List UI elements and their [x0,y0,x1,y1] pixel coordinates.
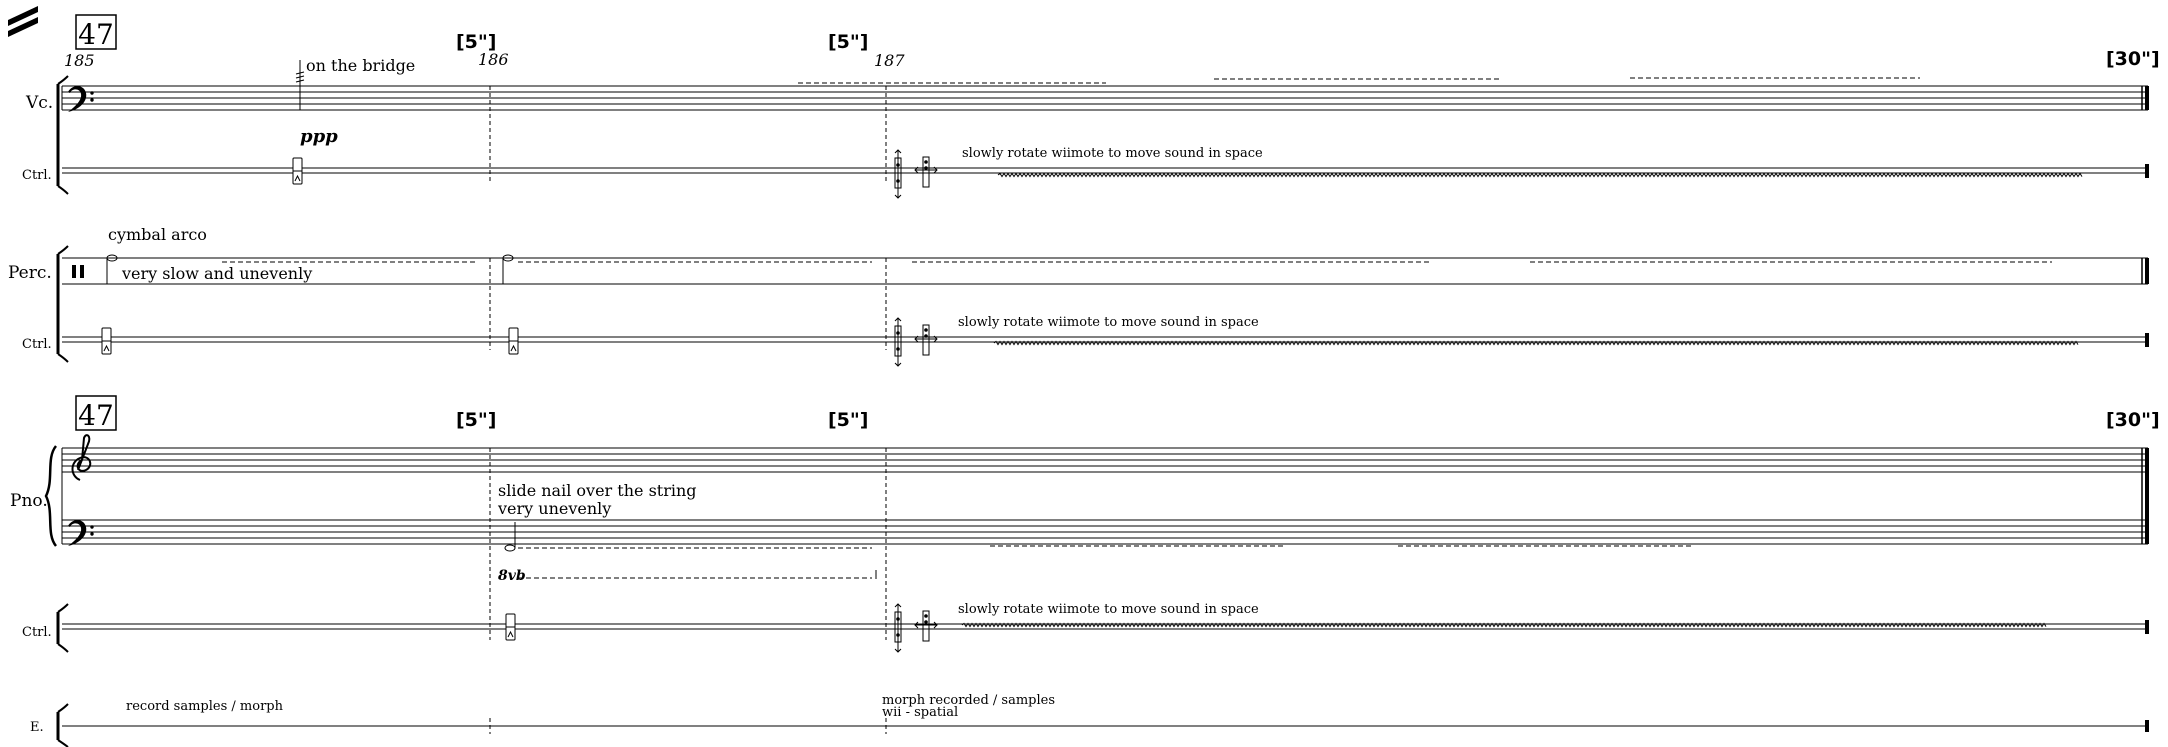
bass-clef-icon [68,86,94,112]
cello-rotation-wave [998,173,2082,176]
piano-treble-staff [62,448,2148,544]
cymbal-note-2 [502,254,514,284]
piano-brace [46,446,56,546]
wiimote-icon [509,328,518,354]
cello-control-instruction: slowly rotate wiimote to move sound in s… [962,146,1263,161]
bass-clef-piano-icon [68,520,94,546]
cello-label: Vc. [25,93,53,113]
wiimote-icon [293,158,302,184]
duration-3-bottom: [30"] [2106,409,2160,431]
cello-dynamic: ppp [300,126,338,147]
electronics-cue2-line1: morph recorded / samples [882,693,1055,708]
percussion-control-line [62,333,2148,347]
duration-1-bottom: [5"] [456,409,497,431]
electronics-label: E. [30,720,44,735]
system-separator-mark [8,6,38,37]
percussion-clef-icon [72,265,84,278]
percussion-control-instruction: slowly rotate wiimote to move sound in s… [958,315,1259,330]
percussion-rotation-wave [994,341,2078,344]
piano-label: Pno. [10,491,48,511]
treble-clef-icon [73,435,91,480]
piano-control-line [62,620,2148,634]
duration-2-bottom: [5"] [828,409,869,431]
measure-number-185: 185 [64,51,95,70]
percussion-technique: cymbal arco [108,225,207,244]
duration-2-top: [5"] [828,31,869,53]
measure-number-186: 186 [478,50,509,69]
cello-tremolo-note [296,60,304,110]
bracket-percussion [58,246,68,362]
cello-extension-lines [330,78,1920,86]
electronics-line [62,720,2148,732]
percussion-control-label: Ctrl. [22,337,52,352]
piano-technique-line1: slide nail over the string [498,481,697,500]
bracket-piano-control [58,604,68,652]
electronics-cue1: record samples / morph [126,699,284,714]
rehearsal-mark-top: 47 [78,18,114,51]
piano-rotation-wave [962,623,2046,626]
rehearsal-mark-bottom: 47 [78,399,114,432]
cymbal-note-1 [106,254,118,284]
rehearsal-box-bottom [76,396,116,430]
wiimote-icon [506,614,515,640]
electronics-cue2-line2: wii - spatial [882,705,958,720]
cello-technique: on the bridge [306,56,415,75]
piano-octave: 8vb [498,568,526,584]
wiimote-rotate-icon [895,604,937,652]
bracket-cello [58,76,68,194]
piano-bass-staff [62,520,2148,544]
cello-staff [62,86,2148,110]
piano-technique-line2: very unevenly [497,499,611,518]
wiimote-rotate-icon [895,150,937,198]
duration-1-top: [5"] [456,31,497,53]
piano-control-label: Ctrl. [22,625,52,640]
piano-note [504,522,516,552]
percussion-manner: very slow and unevenly [121,264,312,283]
bracket-electronics [58,704,68,747]
piano-control-instruction: slowly rotate wiimote to move sound in s… [958,602,1259,617]
rehearsal-box-top [76,15,116,49]
piano-extension-lines [518,546,1694,578]
percussion-staff [62,258,2148,284]
wiimote-rotate-icon [895,318,937,366]
cello-control-label: Ctrl. [22,168,52,183]
duration-3-top: [30"] [2106,48,2160,70]
measure-number-187: 187 [874,51,905,70]
dashed-barlines [490,86,886,734]
percussion-label: Perc. [8,263,52,283]
wiimote-icon [102,328,111,354]
